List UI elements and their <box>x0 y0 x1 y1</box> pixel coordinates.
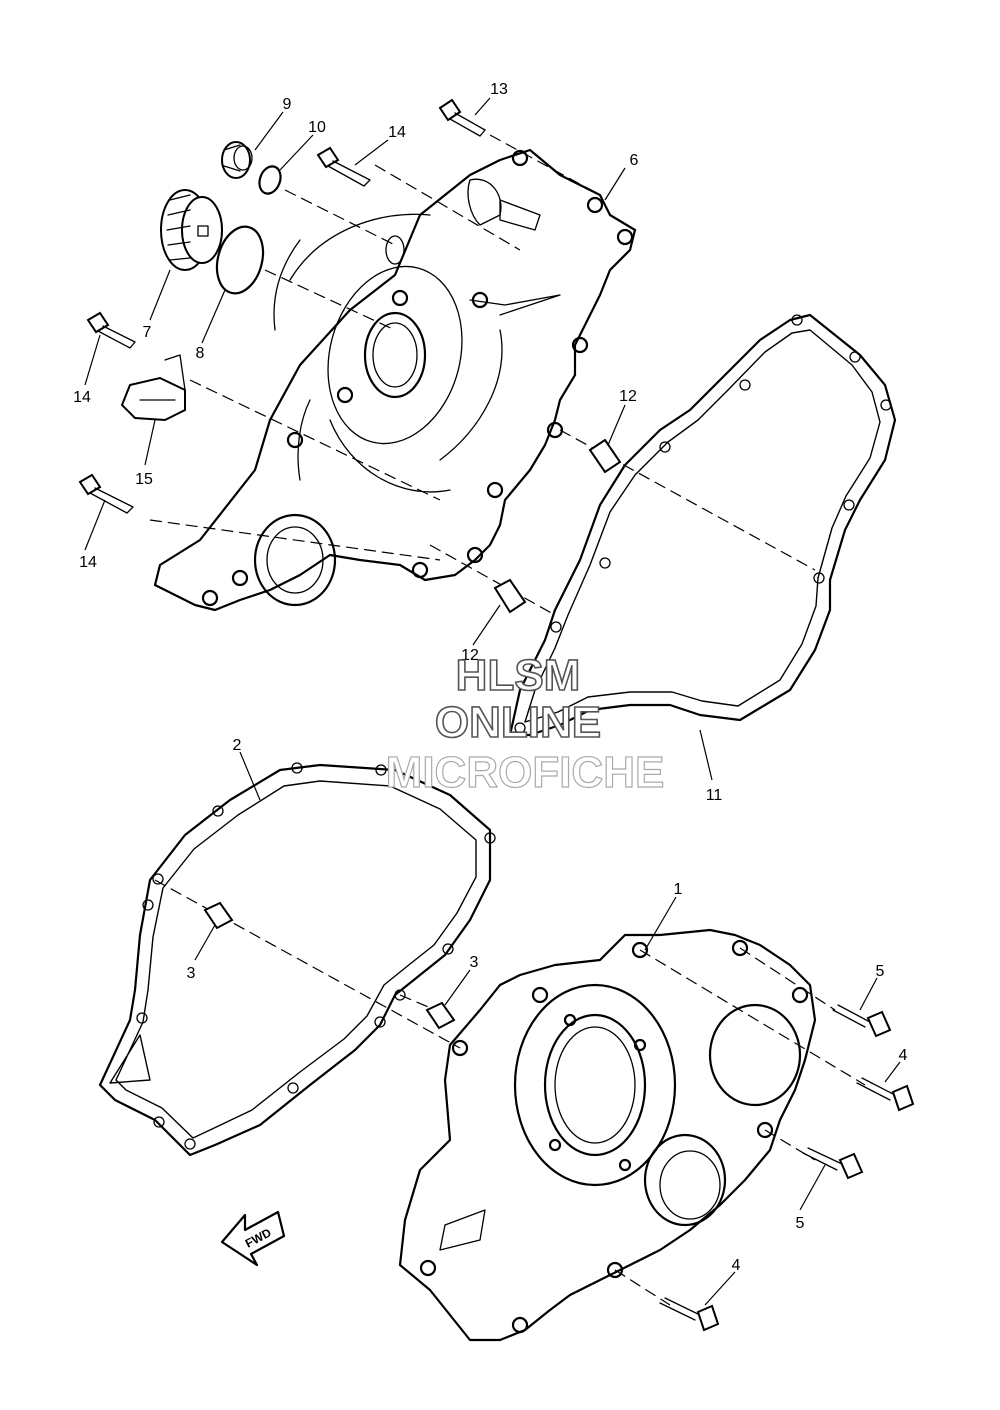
callout-4-bottom: 4 <box>732 1257 741 1274</box>
bolt-part-4-top[interactable] <box>856 1077 915 1112</box>
callout-1: 1 <box>674 881 683 898</box>
callout-labels: 9 10 14 13 6 7 8 14 15 14 12 12 11 2 3 3… <box>73 81 907 1274</box>
crankcase-cover-part-1[interactable] <box>398 928 817 1342</box>
watermark: HLSM ONLINE MICROFICHE <box>385 650 665 797</box>
callout-5-mid: 5 <box>796 1215 805 1232</box>
callout-3-right: 3 <box>470 954 479 971</box>
bolt-part-5-top[interactable] <box>832 1004 892 1038</box>
bolt-part-14-mid[interactable] <box>86 311 136 349</box>
callout-3-left: 3 <box>187 965 196 982</box>
callout-14-mid: 14 <box>73 389 91 406</box>
watermark-line-2: ONLINE <box>435 698 601 747</box>
o-ring-part-10[interactable] <box>256 163 284 196</box>
watermark-line-3: MICROFICHE <box>386 748 665 797</box>
fwd-arrow-icon: FWD <box>220 1210 286 1267</box>
callout-11: 11 <box>706 787 723 804</box>
callout-8: 8 <box>196 345 205 362</box>
callout-2: 2 <box>233 737 242 754</box>
callout-9: 9 <box>283 96 292 113</box>
callout-15: 15 <box>135 471 153 488</box>
callout-12-lower: 12 <box>461 647 479 664</box>
callout-14-top: 14 <box>388 124 406 141</box>
gasket-part-11[interactable] <box>508 313 897 737</box>
dowel-part-3-left[interactable] <box>203 901 234 930</box>
callout-7: 7 <box>143 324 152 341</box>
plug-part-7[interactable] <box>160 189 223 271</box>
callout-6: 6 <box>630 152 639 169</box>
callout-14-low: 14 <box>79 554 97 571</box>
bolt-part-5-mid[interactable] <box>802 1147 864 1180</box>
callout-5-top: 5 <box>876 963 885 980</box>
dowel-part-3-right[interactable] <box>425 1001 456 1030</box>
dowel-part-12-lower[interactable] <box>493 578 527 614</box>
plug-part-9[interactable] <box>221 141 253 179</box>
o-ring-part-8[interactable] <box>210 221 270 298</box>
alignment-lines-upper <box>149 134 816 616</box>
crankcase-cover-part-6[interactable] <box>153 148 637 612</box>
gasket-part-2[interactable] <box>98 762 496 1157</box>
callout-13: 13 <box>490 81 508 98</box>
bolt-part-14-low[interactable] <box>78 473 134 514</box>
callout-4-top: 4 <box>899 1047 908 1064</box>
bolt-part-4-bottom[interactable] <box>659 1297 720 1332</box>
watermark-line-1: HLSM <box>456 651 581 700</box>
dowel-part-12-upper[interactable] <box>588 438 622 474</box>
clamp-part-15[interactable] <box>120 354 186 422</box>
leader-lines <box>84 97 901 1306</box>
callout-10: 10 <box>308 119 326 136</box>
alignment-lines-lower <box>154 879 866 1306</box>
bolt-part-13[interactable] <box>438 98 486 137</box>
callout-12-upper: 12 <box>619 388 637 405</box>
bolt-part-14-top[interactable] <box>316 146 371 187</box>
